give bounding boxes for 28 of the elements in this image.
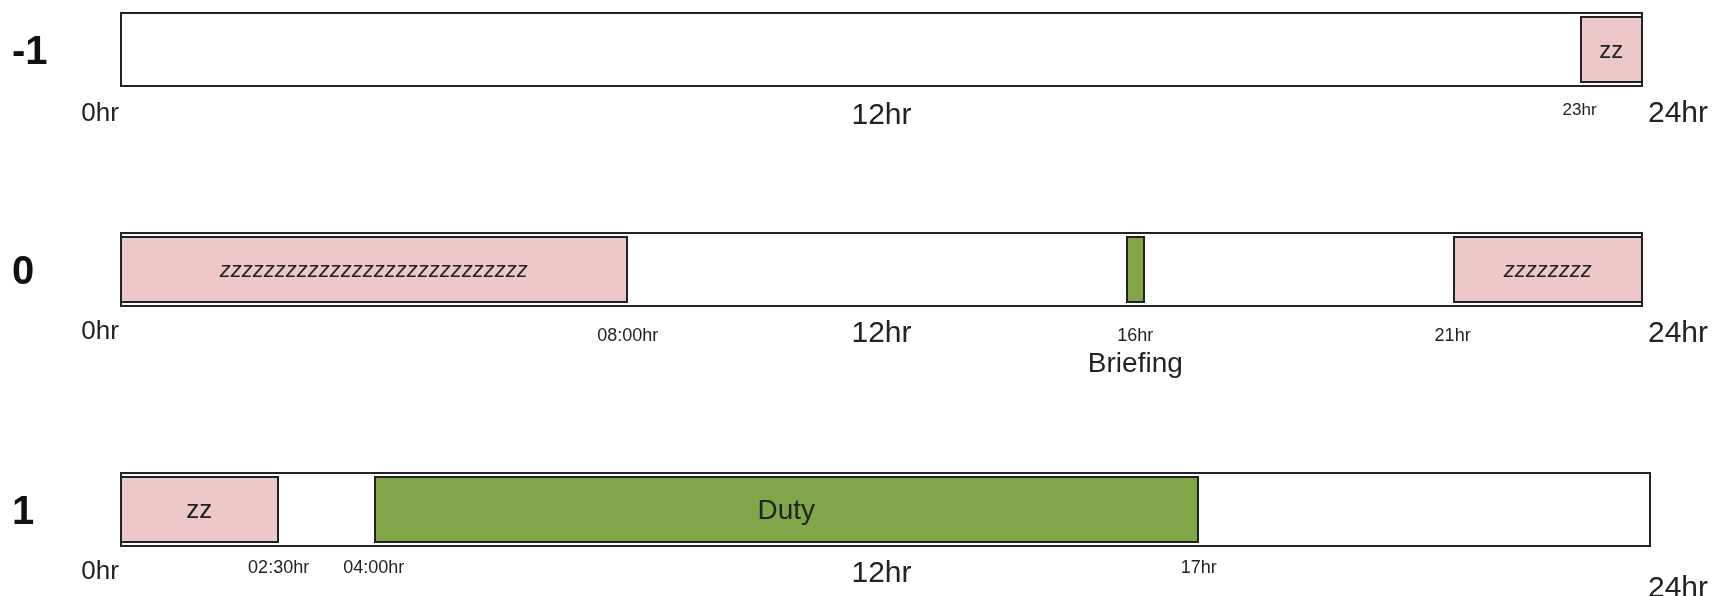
- sleep-block: zz: [1579, 16, 1643, 83]
- day-label: 0: [12, 248, 35, 293]
- time-label: 0hr: [81, 555, 119, 586]
- sleep-block: zzzzzzzz: [1452, 236, 1643, 303]
- time-label: 04:00hr: [343, 557, 405, 578]
- duty-block: Duty: [373, 476, 1199, 543]
- day-label: -1: [12, 28, 48, 73]
- time-label: 16hr: [1117, 325, 1154, 346]
- timeline-bar: [120, 472, 1651, 547]
- event-label: Briefing: [1087, 347, 1183, 379]
- time-label: 0hr: [81, 97, 119, 128]
- time-label: 02:30hr: [248, 557, 310, 578]
- time-label: 08:00hr: [597, 325, 659, 346]
- time-label: 0hr: [81, 315, 119, 346]
- time-label: 12hr: [851, 97, 912, 131]
- time-label: 12hr: [851, 555, 912, 589]
- sleep-block: zz: [120, 476, 279, 543]
- time-label: 17hr: [1180, 557, 1217, 578]
- day-label: 1: [12, 488, 35, 533]
- sleep-block: zzzzzzzzzzzzzzzzzzzzzzzzzzzz: [120, 236, 628, 303]
- timeline-bar: [120, 232, 1643, 307]
- time-label: 24hr: [1648, 95, 1708, 129]
- time-label: 24hr: [1648, 315, 1708, 349]
- briefing-marker: [1125, 236, 1145, 303]
- time-label: 21hr: [1434, 325, 1471, 346]
- timeline-bar: [120, 12, 1643, 87]
- time-label: 12hr: [851, 315, 912, 349]
- time-label: 23hr: [1562, 100, 1597, 120]
